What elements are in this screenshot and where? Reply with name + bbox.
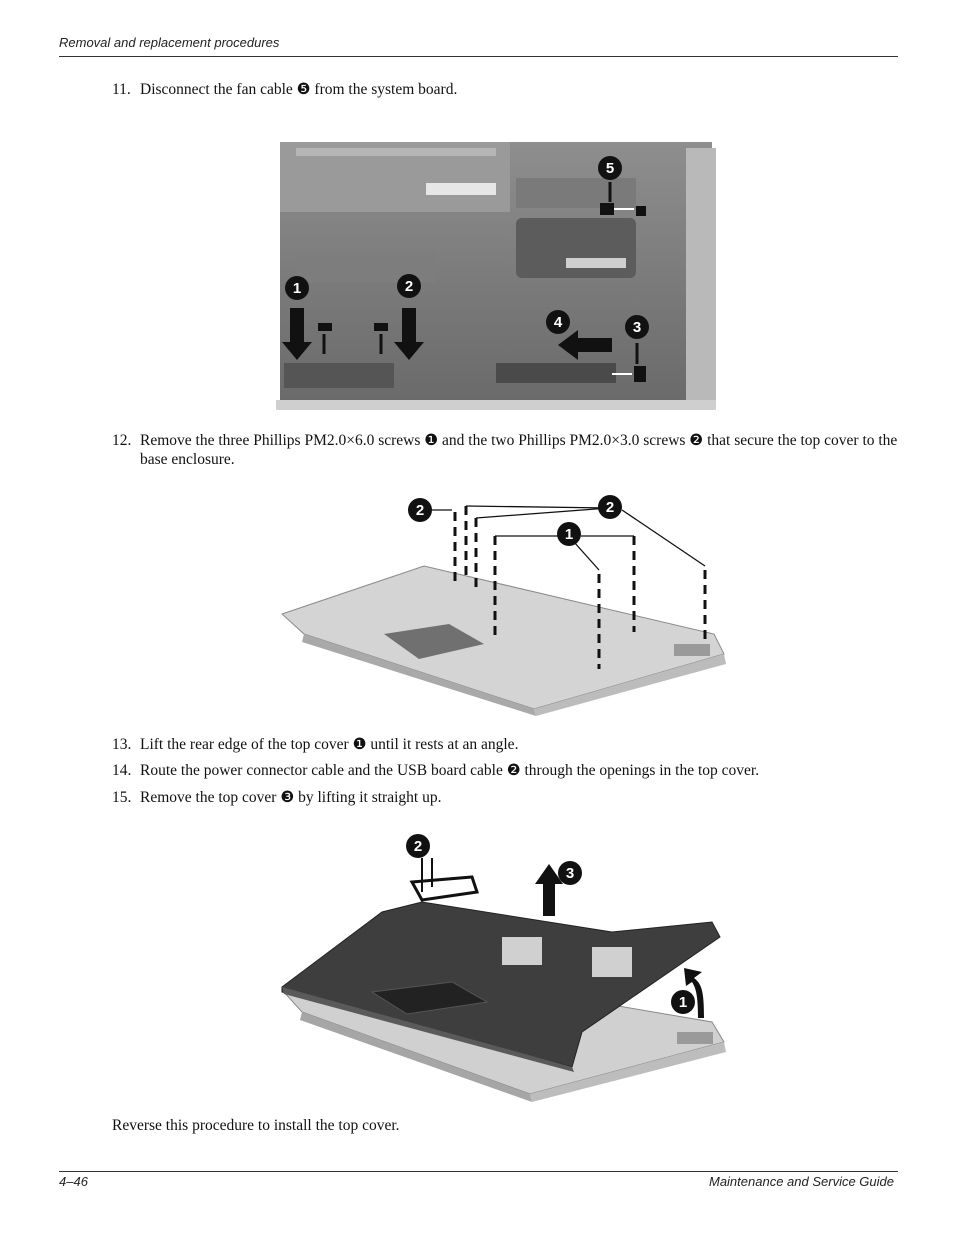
callout-3: 3 [558,861,582,885]
footer-rule [59,1171,898,1172]
callout-5: 5 [598,156,622,180]
callout-2: 2 [406,834,430,858]
figure-remove-top-cover: 2 3 1 [272,832,736,1104]
callout-1: 1 [557,522,581,546]
callout-1: 1 [285,276,309,300]
svg-text:2: 2 [414,838,422,855]
running-header: Removal and replacement procedures [59,35,280,50]
step-number: 15. [112,789,132,806]
svg-text:5: 5 [606,160,614,177]
header-rule [59,56,898,57]
step-11: 11. Disconnect the fan cable ❺ from the … [112,80,902,99]
callout-1: 1 [671,990,695,1014]
svg-text:1: 1 [679,994,687,1011]
figure-fan-cable: 1 2 3 4 5 [276,138,734,410]
down-arrow-icon [394,308,424,360]
figure-top-cover-screws: 2 1 2 [274,494,736,716]
step-text: Disconnect the fan cable ❺ from the syst… [140,81,458,98]
step-14: 14. Route the power connector cable and … [112,761,902,780]
step-number: 13. [112,736,132,753]
footer-title: Maintenance and Service Guide [708,1174,894,1189]
callout-2: 2 [598,495,622,519]
step-number: 11. [112,81,131,98]
callout-2: 2 [408,498,432,522]
up-arrow-icon [535,864,563,916]
svg-text:1: 1 [293,280,301,297]
svg-text:4: 4 [554,314,563,331]
page-number: 4–46 [59,1174,88,1189]
step-12: 12. Remove the three Phillips PM2.0×6.0 … [112,431,902,469]
svg-text:3: 3 [633,319,641,336]
step-text: Remove the top cover ❸ by lifting it str… [140,789,442,806]
svg-text:2: 2 [606,499,614,516]
step-number: 14. [112,762,132,779]
down-arrow-icon [282,308,312,360]
svg-text:2: 2 [416,502,424,519]
curved-up-arrow-icon [684,968,704,1018]
callout-2: 2 [397,274,421,298]
step-number: 12. [112,432,132,449]
svg-text:2: 2 [405,278,413,295]
step-13: 13. Lift the rear edge of the top cover … [112,735,902,754]
callout-3: 3 [625,315,649,339]
left-arrow-icon [558,330,612,360]
step-text: Remove the three Phillips PM2.0×6.0 scre… [140,432,898,468]
step-15: 15. Remove the top cover ❸ by lifting it… [112,788,902,807]
svg-text:1: 1 [565,526,573,543]
svg-text:3: 3 [566,865,574,882]
step-text: Lift the rear edge of the top cover ❶ un… [140,736,519,753]
closing-note: Reverse this procedure to install the to… [112,1117,400,1134]
callout-4: 4 [546,310,570,334]
step-text: Route the power connector cable and the … [140,762,760,779]
